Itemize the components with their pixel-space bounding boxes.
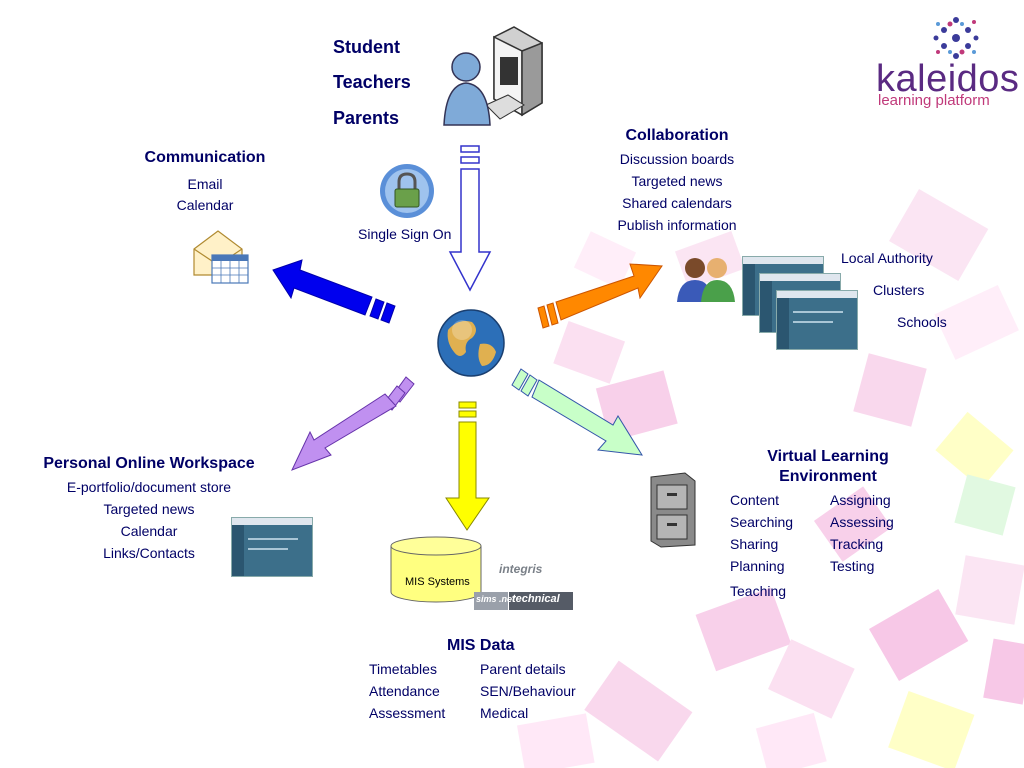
user-parents: Parents: [333, 108, 400, 128]
communication-item-email: Email: [187, 176, 223, 192]
workspace-screenshot-thumbnail: [231, 517, 313, 577]
logo-name: kaleidos: [876, 58, 1020, 100]
arrow-communication: [272, 259, 396, 324]
globe-icon: [437, 309, 505, 377]
tier-clusters: Clusters: [873, 282, 925, 298]
user-teachers: Teachers: [333, 72, 411, 92]
lock-icon: [380, 164, 434, 218]
user-student: Student: [333, 37, 400, 57]
vle-item-sharing: Sharing: [730, 536, 779, 552]
kaleidos-logo-icon: [933, 17, 979, 59]
vle-item-planning: Planning: [730, 558, 785, 574]
technical-label: technical: [512, 593, 560, 605]
vle-title-line2: Environment: [779, 468, 877, 485]
communication-item-calendar: Calendar: [176, 197, 234, 213]
workspace-item-calendar: Calendar: [120, 523, 178, 539]
vle-item-assigning: Assigning: [830, 492, 891, 508]
tier-local-authority: Local Authority: [841, 250, 933, 266]
mis-item-timetables: Timetables: [369, 661, 437, 677]
email-calendar-icon: [184, 219, 254, 289]
sims-label: sims .net: [476, 594, 516, 604]
arrow-collaboration: [537, 263, 663, 329]
mis-title: MIS Data: [447, 637, 515, 654]
vle-item-testing: Testing: [830, 558, 875, 574]
mis-item-assessment: Assessment: [369, 705, 446, 721]
sims-technical-logo: [474, 592, 573, 610]
vle-item-teaching: Teaching: [730, 583, 787, 599]
mis-item-attendance: Attendance: [369, 683, 440, 699]
collaboration-item-news: Targeted news: [631, 173, 723, 189]
vle-item-tracking: Tracking: [830, 536, 884, 552]
people-icon: [677, 258, 735, 302]
arrow-vle: [511, 368, 643, 456]
screenshot-thumbnail-3: [776, 290, 858, 350]
filing-cabinet-icon: [641, 471, 705, 549]
sso-label: Single Sign On: [358, 226, 452, 242]
vle-title-line1: Virtual Learning: [767, 448, 889, 465]
workspace-item-links: Links/Contacts: [103, 545, 195, 561]
mis-item-sen-behaviour: SEN/Behaviour: [480, 683, 576, 699]
arrow-sso-down: [448, 145, 492, 292]
logo-tagline: learning platform: [878, 92, 990, 109]
mis-item-medical: Medical: [480, 705, 529, 721]
workspace-item-eportfolio: E-portfolio/document store: [66, 479, 232, 495]
tier-schools: Schools: [897, 314, 947, 330]
mis-systems-label: MIS Systems: [405, 576, 470, 588]
arrow-mis: [445, 401, 490, 531]
arrow-workspace: [291, 376, 415, 471]
communication-title: Communication: [144, 149, 266, 166]
collaboration-item-publish: Publish information: [617, 217, 737, 233]
workspace-item-news: Targeted news: [103, 501, 195, 517]
user-computer-icon: [443, 26, 543, 126]
vle-item-searching: Searching: [730, 514, 794, 530]
collaboration-item-discussion: Discussion boards: [619, 151, 735, 167]
collaboration-item-calendars: Shared calendars: [622, 195, 732, 211]
mis-item-parent-details: Parent details: [480, 661, 566, 677]
vle-item-assessing: Assessing: [830, 514, 894, 530]
database-icon: [390, 536, 482, 603]
workspace-title: Personal Online Workspace: [43, 455, 255, 472]
collaboration-title: Collaboration: [625, 127, 729, 144]
integris-logo: integris: [499, 562, 543, 576]
vle-item-content: Content: [730, 492, 780, 508]
